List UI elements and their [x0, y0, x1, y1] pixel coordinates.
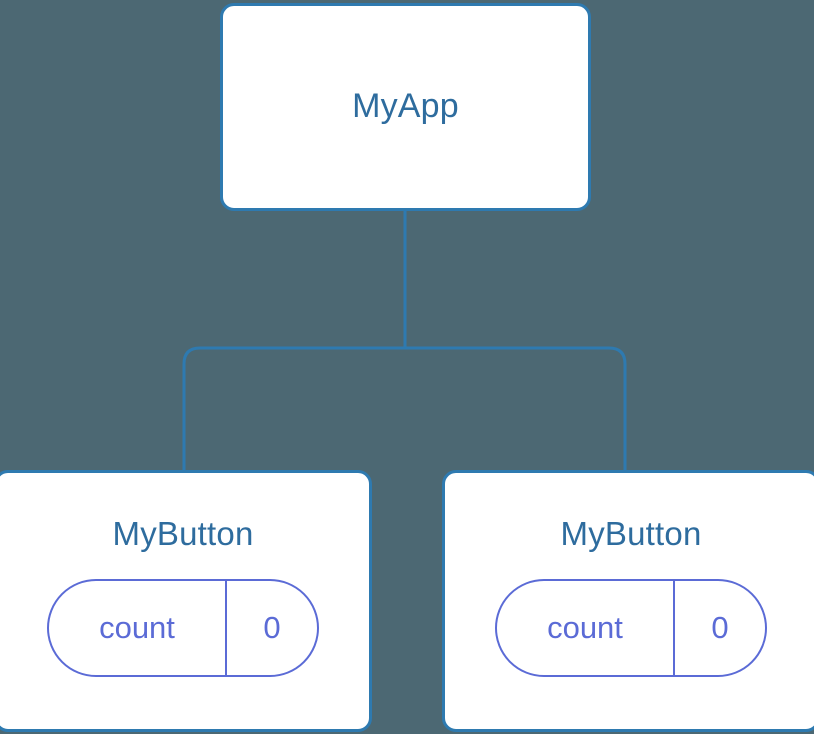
node-mybutton-0[interactable]: MyButton count 0	[0, 470, 372, 732]
node-mybutton-0-label: MyButton	[112, 515, 254, 552]
edge-to-child-0	[182, 346, 405, 472]
state-key-label-1: count	[547, 610, 623, 645]
state-pill-count-0[interactable]: count 0	[47, 579, 319, 677]
node-myapp-label: MyApp	[352, 86, 459, 125]
node-mybutton-1-label: MyButton	[560, 515, 702, 552]
state-pill-count-1[interactable]: count 0	[495, 579, 767, 677]
state-key-label-0: count	[99, 610, 175, 645]
state-value-label-0: 0	[225, 581, 317, 675]
node-mybutton-1[interactable]: MyButton count 0	[442, 470, 814, 732]
state-value-label-1: 0	[673, 581, 765, 675]
node-myapp[interactable]: MyApp	[220, 3, 591, 211]
edge-to-child-1	[405, 346, 627, 472]
